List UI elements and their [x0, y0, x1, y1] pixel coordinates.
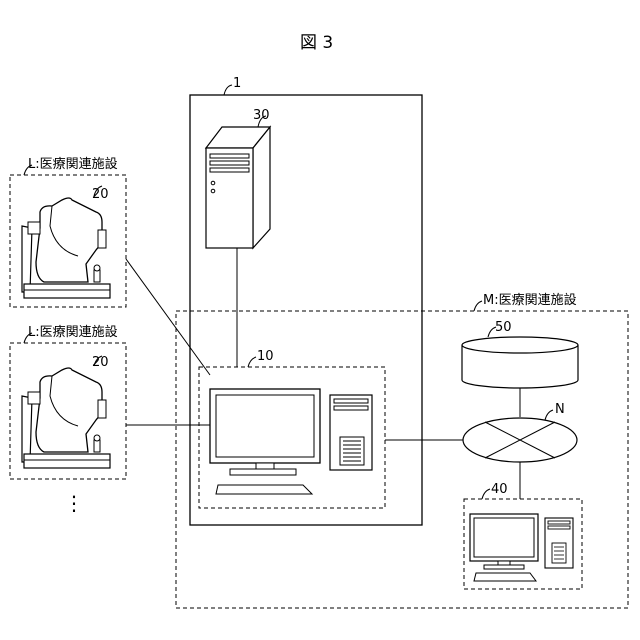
pc-label: 40 — [491, 482, 508, 497]
clinic-bottom-label: L:医療関連施設 — [28, 324, 118, 340]
database-label: 50 — [495, 320, 512, 335]
terminal-label: 10 — [257, 349, 274, 364]
facility-m-label: M:医療関連施設 — [483, 292, 577, 308]
system-leader — [224, 85, 232, 95]
ophthalmic-device-icon — [22, 198, 110, 298]
terminal-leader — [248, 357, 256, 367]
server-icon — [206, 127, 270, 248]
ophthalmic-device-icon — [22, 368, 110, 468]
network-icon — [463, 418, 577, 462]
pc-tower-icon — [545, 518, 573, 568]
pc-tower-icon — [330, 395, 372, 470]
clinic-top-label: L:医療関連施設 — [28, 156, 118, 172]
monitor-icon — [470, 514, 538, 581]
system-label: 1 — [233, 76, 241, 91]
figure-title: 図 3 — [300, 33, 333, 53]
clinic-top-connection — [126, 259, 210, 375]
network-leader — [545, 410, 553, 420]
facility-m-leader — [474, 301, 482, 311]
device-bottom-label: 20 — [92, 355, 109, 370]
monitor-icon — [210, 389, 320, 494]
device-top-label: 20 — [92, 187, 109, 202]
more-clinics-ellipsis: ⋮ — [64, 491, 84, 515]
server-label: 30 — [253, 108, 270, 123]
network-label: N — [555, 402, 565, 417]
pc-leader — [482, 489, 490, 499]
database-icon — [462, 337, 578, 388]
